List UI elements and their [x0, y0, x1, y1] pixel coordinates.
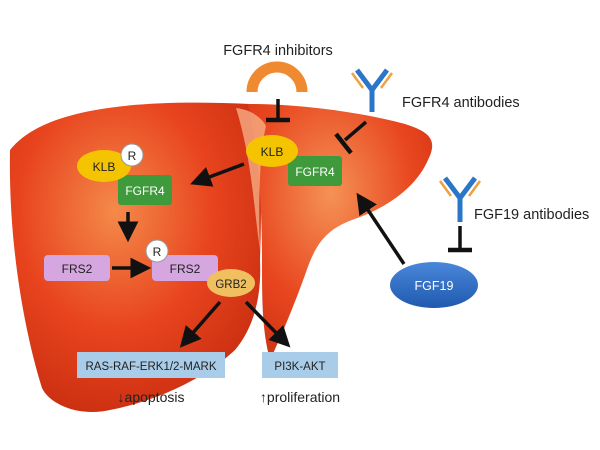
receptor-signal-arrow	[190, 162, 245, 187]
fgfr4-left-label: FGFR4	[125, 184, 165, 198]
fgf19-to-fgfr4-arrow	[356, 192, 406, 265]
fgfr4-right-label: FGFR4	[295, 165, 335, 179]
pi3k-pathway-box	[262, 352, 338, 378]
fgf19-label: FGF19	[415, 279, 454, 293]
ras-pathway-box	[77, 352, 225, 378]
fgfr4-inhibitors-label: FGFR4 inhibitors	[223, 43, 333, 59]
fgfr4-antibody-icon	[350, 68, 394, 112]
fgfr4-antibody-block-bar	[334, 132, 353, 155]
klb-right-node	[246, 135, 298, 167]
frs2-right-label: FRS2	[170, 262, 201, 276]
r-left-node	[120, 143, 144, 167]
r-frs2-node	[145, 239, 169, 263]
inhibitor-arc-icon	[246, 61, 308, 93]
klb-right-label: KLB	[261, 145, 284, 159]
klb-left-label: KLB	[93, 160, 116, 174]
frs2-left-label: FRS2	[62, 262, 93, 276]
fgf19-antibody-icon	[438, 176, 482, 222]
proliferation-outcome: ↑proliferation	[260, 389, 340, 405]
frs2-left-node	[44, 255, 110, 281]
pi3k-pathway-label: PI3K-AKT	[274, 361, 325, 373]
grb2-label: GRB2	[215, 279, 246, 291]
fgfr4-right-node	[288, 156, 342, 186]
fgfr4-antibody-block-line	[343, 120, 368, 142]
ras-pathway-label: RAS-RAF-ERK1/2-MARK	[86, 361, 217, 373]
r-left-label: R	[128, 149, 137, 163]
fgfr4-left-node	[118, 175, 172, 205]
fgfr4-antibodies-label: FGFR4 antibodies	[402, 95, 520, 111]
fgf19-node	[390, 262, 478, 308]
grb2-to-pi3k-arrow	[244, 300, 291, 348]
frs2-right-node	[152, 255, 218, 281]
klb-left-node	[77, 150, 131, 182]
apoptosis-outcome: ↓apoptosis	[118, 389, 185, 405]
grb2-to-ras-arrow	[179, 300, 222, 348]
fgf19-antibodies-label: FGF19 antibodies	[474, 207, 589, 223]
grb2-node	[207, 269, 255, 297]
r-frs2-label: R	[153, 245, 162, 259]
